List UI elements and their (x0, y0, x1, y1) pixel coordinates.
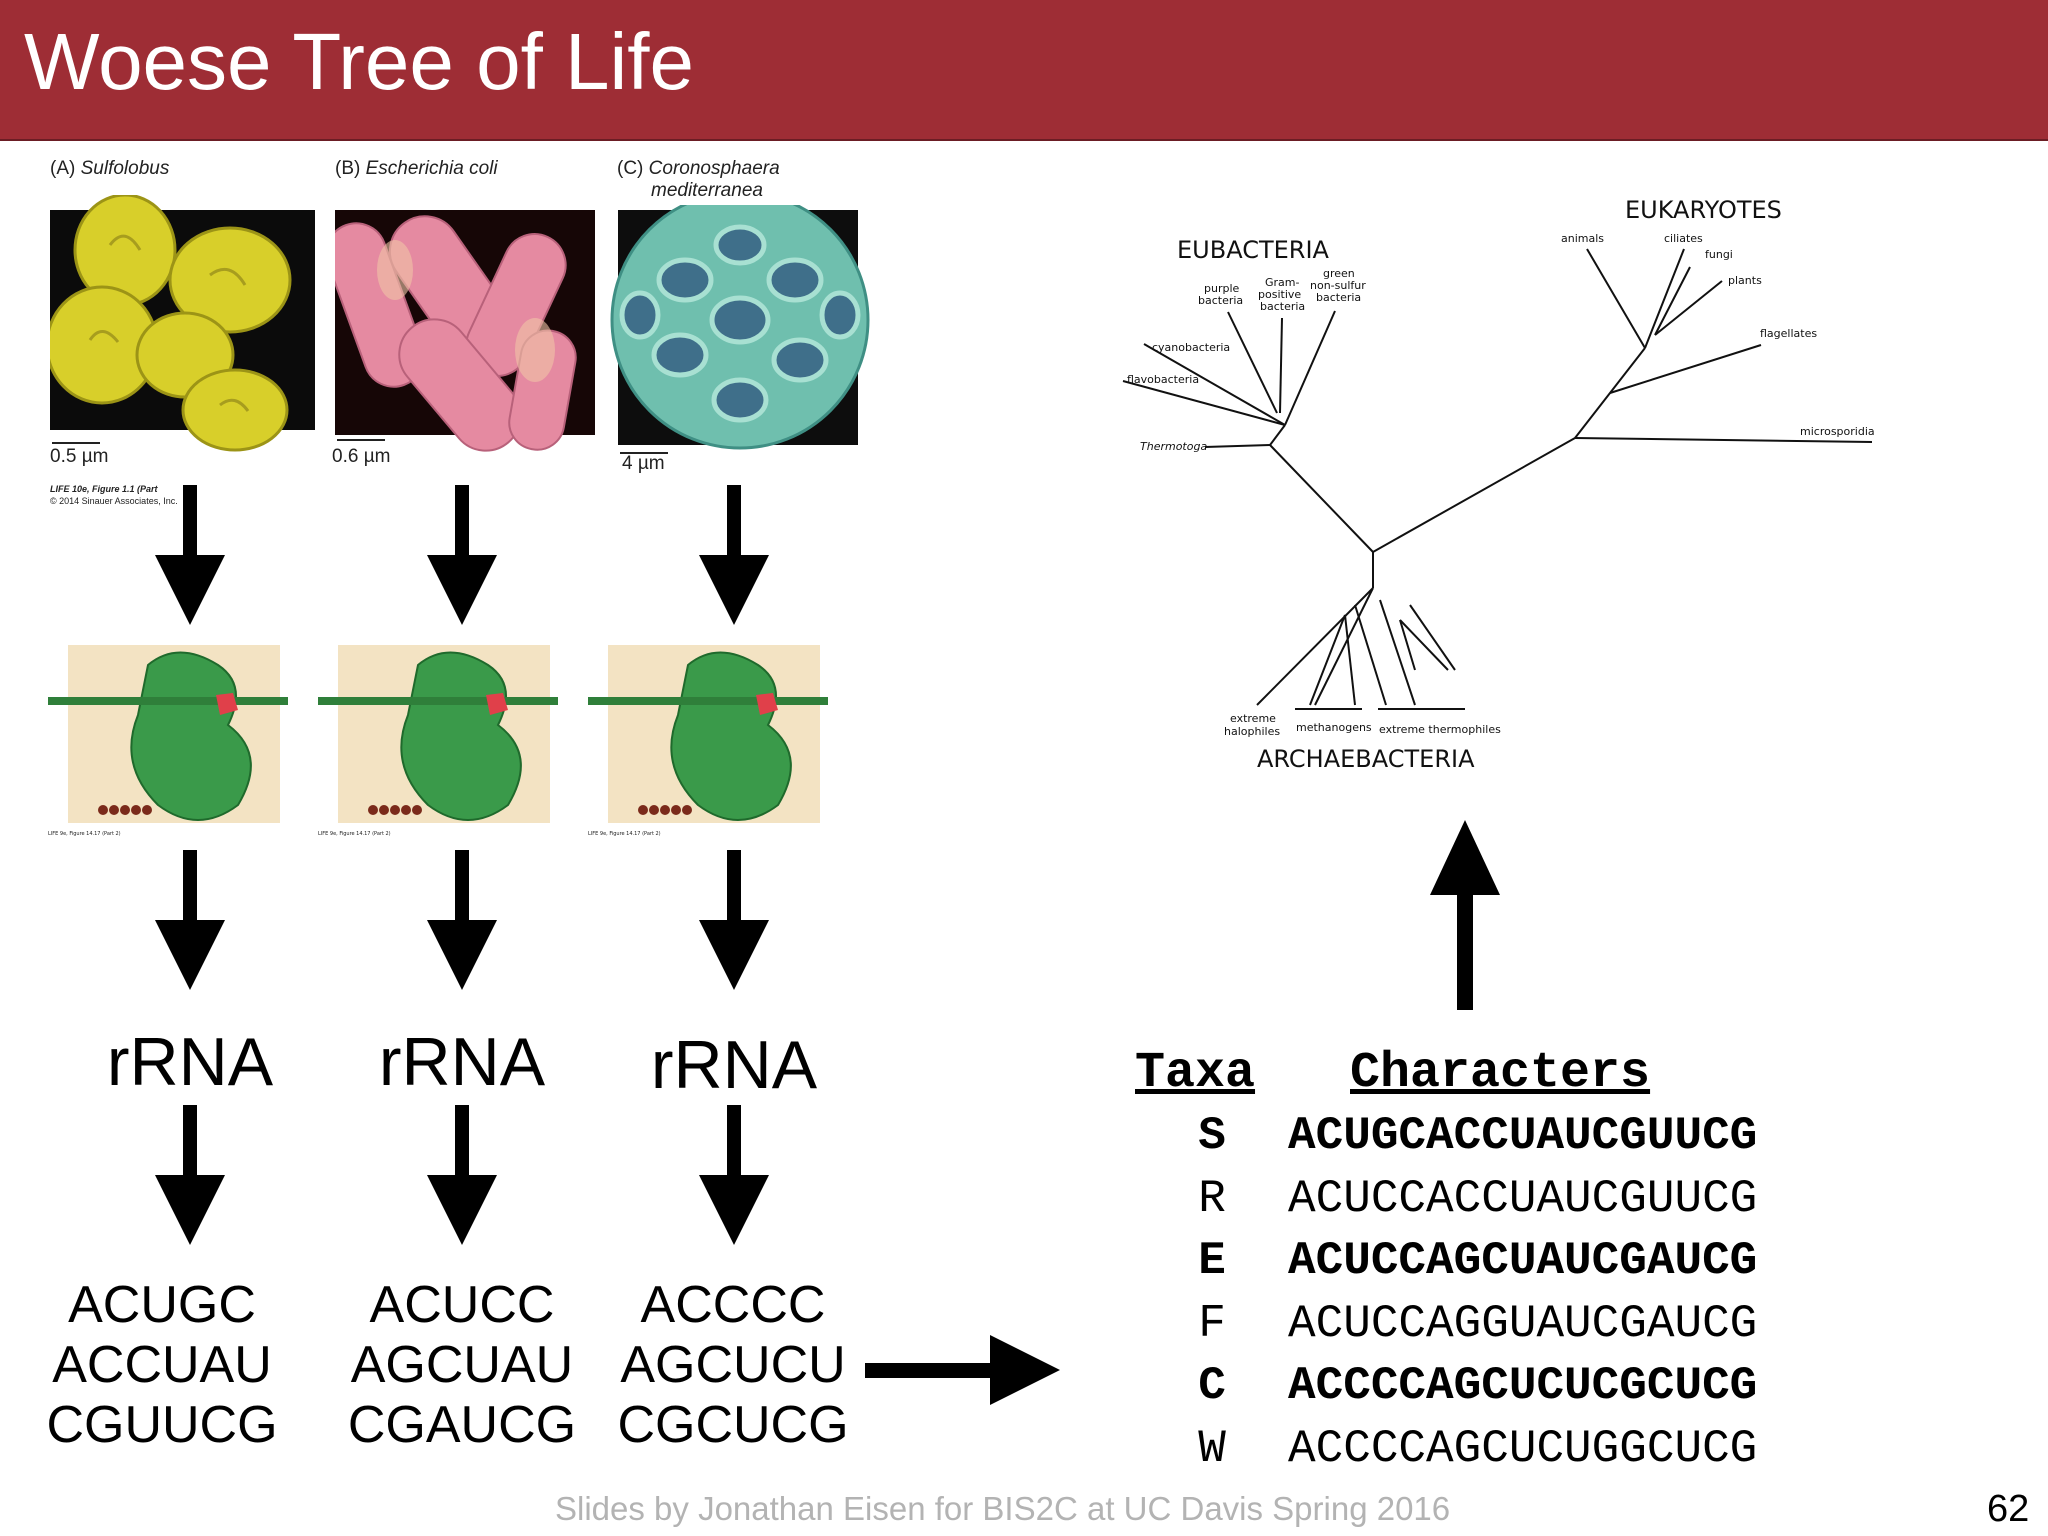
sequence-w: ACCCCAGCUCUGGCUCG (1288, 1423, 1758, 1475)
rrna-label-b: rRNA (378, 1024, 546, 1100)
animals-label: animals (1561, 232, 1604, 245)
scale-label-c: 4 µm (622, 453, 665, 474)
archaebacteria-label: ARCHAEBACTERIA (1257, 745, 1475, 773)
ribosome-credit-b: LIFE 9e, Figure 14.17 (Part 2) (318, 831, 391, 837)
taxon-c: C (1198, 1360, 1226, 1412)
sequence-s: ACUGCACCUAUCGUUCG (1288, 1110, 1758, 1162)
fungi-label: fungi (1705, 248, 1733, 261)
flagellates-label: flagellates (1760, 327, 1817, 340)
page-number: 62 (1987, 1488, 2030, 1530)
ribosome-diagram-a: LIFE 9e, Figure 14.17 (Part 2) (48, 645, 288, 837)
sequence-line: AGCUAU (350, 1336, 574, 1394)
down-arrow-3c (699, 1105, 769, 1245)
taxa-header: Taxa (1135, 1045, 1256, 1102)
rrna-label-a: rRNA (106, 1024, 274, 1100)
ecoli-micrograph (335, 210, 595, 452)
rrna-label-c: rRNA (650, 1027, 818, 1103)
down-arrow-1a (155, 485, 225, 625)
taxon-r: R (1198, 1173, 1226, 1225)
ciliates-label: ciliates (1664, 232, 1703, 245)
title-bar: Woese Tree of Life (0, 0, 2048, 141)
sequence-r: ACUCCACCUAUCGUUCG (1288, 1173, 1758, 1225)
thermotoga-label: Thermotoga (1140, 440, 1207, 453)
sequence-line: ACCUAU (52, 1336, 272, 1394)
woese-tree-diagram: EUBACTERIA EUKARYOTES ARCHAEBACTERIA pur… (1122, 196, 1875, 773)
slide-title: Woese Tree of Life (24, 17, 694, 106)
figure-credit: LIFE 10e, Figure 1.1 (Part© 2014 Sinauer… (50, 484, 178, 506)
right-arrow (865, 1335, 1060, 1405)
plants-label: plants (1728, 274, 1762, 287)
scale-label-b: 0.6 µm (332, 446, 391, 467)
sequence-c: ACCCCAGCUCUCGCUCG (1288, 1360, 1758, 1412)
green-nonsulfur-label: green (1323, 267, 1355, 280)
eukaryotes-label: EUKARYOTES (1625, 196, 1782, 224)
svg-text:bacteria: bacteria (1198, 294, 1243, 307)
micrograph-caption-b: (B) Escherichia coli (335, 158, 498, 179)
cyanobacteria-label: cyanobacteria (1152, 341, 1230, 354)
sequence-e: ACUCCAGCUAUCGAUCG (1288, 1235, 1758, 1287)
sequence-line: ACUGC (68, 1276, 256, 1334)
sequence-line: CGUUCG (46, 1396, 278, 1454)
taxon-e: E (1198, 1235, 1226, 1287)
ribosome-diagram-c: LIFE 9e, Figure 14.17 (Part 2) (588, 645, 828, 837)
down-arrow-2b (427, 850, 497, 990)
up-arrow (1430, 820, 1500, 1010)
down-arrow-2a (155, 850, 225, 990)
taxon-s: S (1198, 1110, 1226, 1162)
svg-text:non-sulfur: non-sulfur (1310, 279, 1366, 292)
purple-bacteria-label: purple (1204, 282, 1240, 295)
scale-label-a: 0.5 µm (50, 446, 109, 467)
extreme-thermophiles-label: extreme thermophiles (1379, 723, 1501, 736)
flavobacteria-label: flavobacteria (1127, 373, 1199, 386)
sequence-line: AGCUCU (620, 1336, 846, 1394)
ribosome-credit-a: LIFE 9e, Figure 14.17 (Part 2) (48, 831, 121, 837)
sequence-line: CGAUCG (347, 1396, 577, 1454)
methanogens-label: methanogens (1296, 721, 1372, 734)
taxon-w: W (1198, 1423, 1226, 1475)
down-arrow-1b (427, 485, 497, 625)
sequence-line: ACUCC (369, 1276, 555, 1334)
sequence-line: CGCUCG (617, 1396, 849, 1454)
ribosome-diagram-b: LIFE 9e, Figure 14.17 (Part 2) (318, 645, 558, 837)
slide-footer: Slides by Jonathan Eisen for BIS2C at UC… (555, 1490, 1451, 1527)
gram-positive-label: Gram- (1265, 276, 1300, 289)
sequence-block-b: ACUCC AGCUAU CGAUCG (332, 1275, 592, 1455)
ribosome-credit-c: LIFE 9e, Figure 14.17 (Part 2) (588, 831, 661, 837)
down-arrow-1c (699, 485, 769, 625)
sequence-f: ACUCCAGGUAUCGAUCG (1288, 1298, 1758, 1350)
coronosphaera-micrograph (610, 205, 870, 454)
svg-text:halophiles: halophiles (1224, 725, 1280, 738)
sequence-block-a: ACUGC ACCUAU CGUUCG (32, 1275, 292, 1455)
taxon-f: F (1198, 1298, 1226, 1350)
microsporidia-label: microsporidia (1800, 425, 1875, 438)
micrograph-caption-a: (A) Sulfolobus (50, 158, 170, 179)
eubacteria-label: EUBACTERIA (1177, 236, 1330, 264)
micrograph-caption-c: (C) Coronosphaera mediterranea (617, 158, 780, 201)
svg-text:positive: positive (1258, 288, 1301, 301)
extreme-halophiles-label: extreme (1230, 712, 1276, 725)
sequence-block-c: ACCCC AGCUCU CGCUCG (603, 1275, 863, 1455)
sequence-line: ACCCC (640, 1276, 826, 1334)
svg-text:bacteria: bacteria (1260, 300, 1305, 313)
characters-header: Characters (1350, 1045, 1651, 1102)
svg-text:bacteria: bacteria (1316, 291, 1361, 304)
down-arrow-3b (427, 1105, 497, 1245)
down-arrow-2c (699, 850, 769, 990)
sulfolobus-micrograph (50, 195, 315, 452)
down-arrow-3a (155, 1105, 225, 1245)
